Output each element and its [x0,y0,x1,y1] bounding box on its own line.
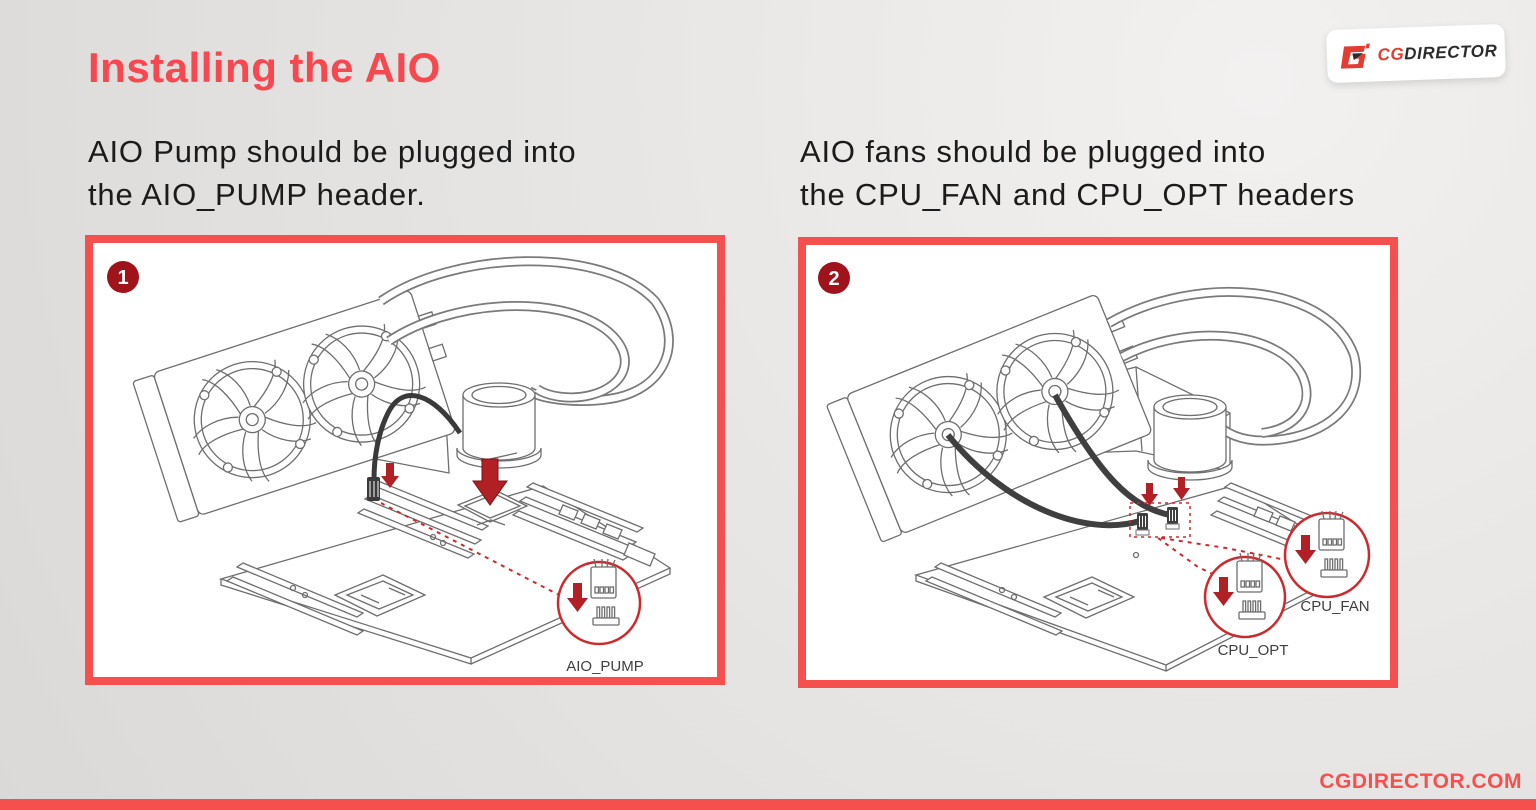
cgdirector-logo-icon [1340,43,1370,69]
caption-left-line1: AIO Pump should be plugged into [88,134,577,169]
cpu-fan-header [1135,512,1150,536]
step-badge-1 [107,261,139,293]
cpu-install-arrow [472,458,508,506]
motherboard [218,480,672,665]
fan-cables [945,393,1171,529]
caption-left-line2: the AIO_PUMP header. [88,177,426,212]
cpu-fan-label: CPU_FAN [1300,598,1369,615]
caption-right-line1: AIO fans should be plugged into [800,134,1267,169]
radiator [826,295,1152,543]
pump-block [1147,394,1233,481]
header-arrow-2 [1173,477,1190,500]
footer-url: CGDIRECTOR.COM [1319,770,1522,793]
figure-2-illustration: CPU_FAN CPU_OPT 2 [818,262,1371,672]
figure-panel-2: CPU_FAN CPU_OPT 2 [798,237,1398,688]
header-arrow-1 [1141,483,1158,506]
cpu-fan-inset [1283,510,1371,599]
figure-1-illustration: AIO_PUMP 1 [107,256,674,675]
page-title: Installing the AIO [88,44,441,91]
cpu-opt-header [1165,506,1180,530]
headers-dashed-box [1129,502,1191,538]
pump-cable [367,393,463,501]
step-badge-1-number: 1 [117,267,128,289]
bottom-accent-bar [0,799,1536,810]
pump-block [456,382,542,469]
aio-pump-label: AIO_PUMP [566,658,644,675]
tubes [1106,287,1361,446]
caption-right: AIO fans should be plugged into the CPU_… [800,130,1355,216]
figure-panel-1: AIO_PUMP 1 [85,235,725,685]
callout-dotted-line-opt [1157,537,1218,577]
pump-header-arrow [381,463,399,488]
callout-dotted-line [380,502,560,596]
cpu-opt-inset [1203,552,1287,639]
step-badge-2 [818,262,850,294]
tubes [378,256,674,406]
cpu-opt-label: CPU_OPT [1218,642,1289,659]
caption-right-line2: the CPU_FAN and CPU_OPT headers [800,177,1355,212]
callout-dotted-line-fan [1160,537,1287,561]
caption-left: AIO Pump should be plugged into the AIO_… [88,130,576,216]
step-badge-2-number: 2 [828,268,839,290]
cgdirector-logo: CGDIRECTOR [1326,23,1506,84]
cgdirector-logo-text: CGDIRECTOR [1377,41,1498,65]
logo-text-director: DIRECTOR [1403,40,1498,63]
aio-pump-inset [556,558,642,646]
logo-text-cg: CG [1377,43,1405,64]
